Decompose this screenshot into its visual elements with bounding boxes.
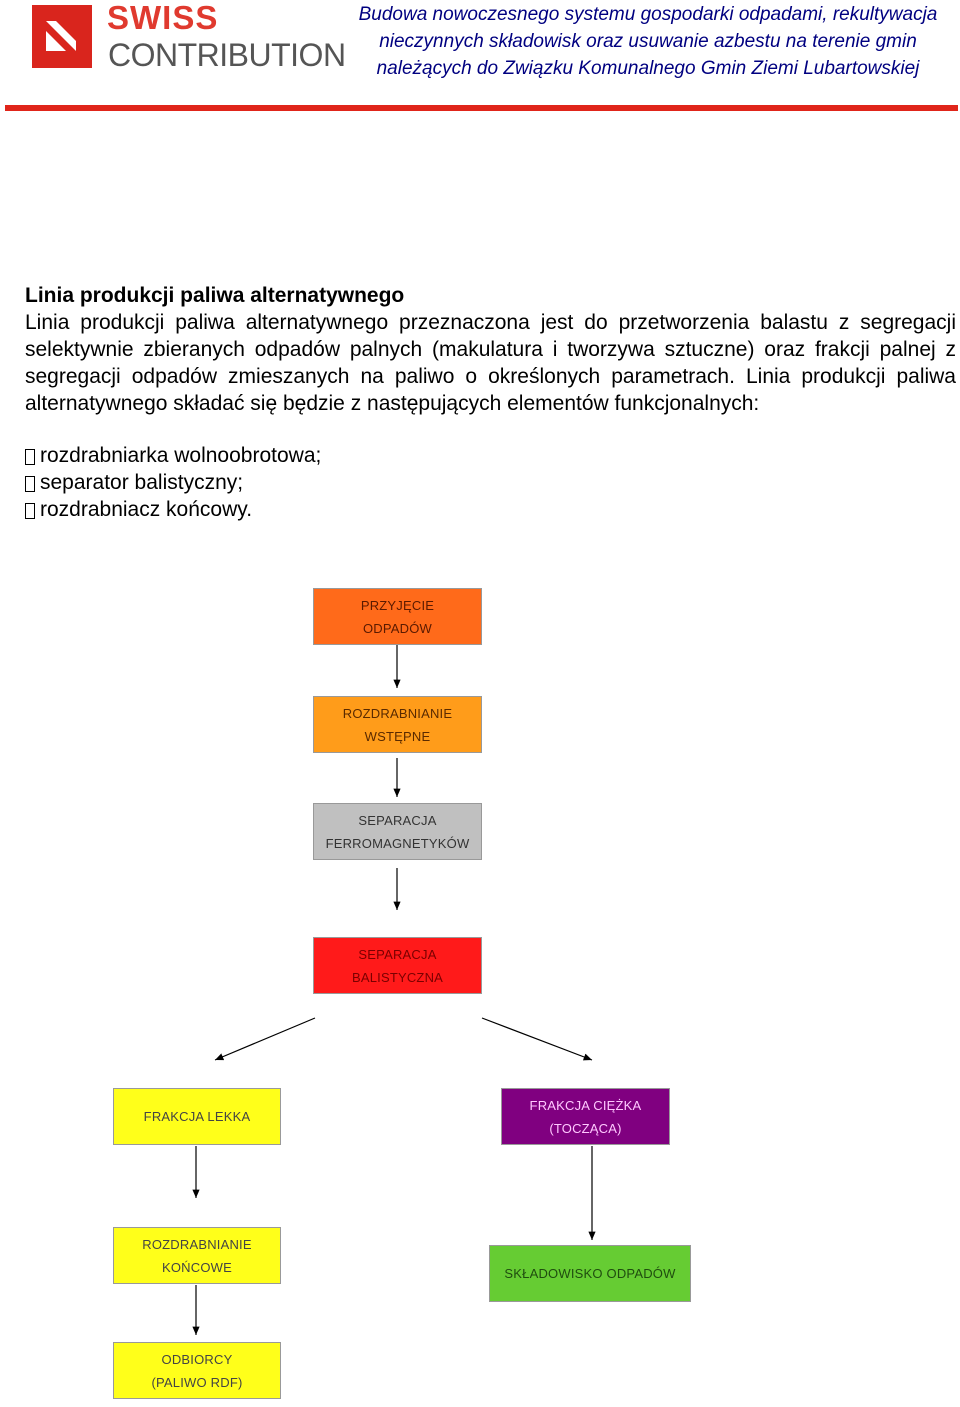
flow-box-label: ROZDRABNIANIE [142,1236,252,1252]
flow-box-label: ODPADÓW [362,620,433,636]
logo-text-top: SWISS [107,0,219,36]
flow-box-rozdrabnianie-koncowe: ROZDRABNIANIE KOŃCOWE [113,1227,281,1284]
flow-box-label: FERROMAGNETYKÓW [325,835,470,851]
arrow-connector [214,1017,316,1061]
flow-box-frakcja-lekka: FRAKCJA LEKKA [113,1088,281,1145]
logo-text-bottom: CONTRIBUTION [108,37,346,73]
arrow-connector [481,1017,593,1061]
bullet-icon [25,503,35,519]
bullet-icon [25,476,35,492]
flow-box-label: BALISTYCZNA [351,969,444,985]
bullet-icon [25,449,35,465]
flow-box-label: PRZYJĘCIE [360,597,435,613]
flow-box-label: ROZDRABNIANIE [342,705,453,721]
flow-box-frakcja-ciezka: FRAKCJA CIĘŻKA (TOCZĄCA) [501,1088,670,1145]
document-header-title: Budowa nowoczesnego systemu gospodarki o… [348,1,948,82]
header-title-line: należących do Związku Komunalnego Gmin Z… [376,58,920,79]
header-title-line: Budowa nowoczesnego systemu gospodarki o… [358,4,938,25]
flow-box-label: SKŁADOWISKO ODPADÓW [504,1266,676,1281]
logo-mark-icon [32,5,92,68]
flow-box-label: SEPARACJA [358,946,437,962]
flow-box-label: FRAKCJA LEKKA [143,1109,251,1124]
list-item-text: separator balistyczny; [40,471,244,494]
swiss-contribution-logo: SWISS CONTRIBUTION [32,0,346,73]
flow-box-label: SEPARACJA [358,812,437,828]
section-heading: Linia produkcji paliwa alternatywnego [25,284,405,307]
list-item-text: rozdrabniarka wolnoobrotowa; [40,444,322,467]
flow-box-label: FRAKCJA CIĘŻKA [529,1097,642,1113]
header-divider [5,105,958,111]
header-title-line: nieczynnych składowisk oraz usuwanie azb… [379,31,917,52]
flow-box-odbiorcy: ODBIORCY (PALIWO RDF) [113,1342,281,1399]
flow-box-label: (PALIWO RDF) [151,1374,243,1390]
flow-box-label: (TOCZĄCA) [549,1120,622,1136]
flow-box-label: WSTĘPNE [364,728,431,744]
bullet-list: rozdrabniarka wolnoobrotowa; separator b… [25,442,321,523]
flow-box-separacja-ferromagnetykow: SEPARACJA FERROMAGNETYKÓW [313,803,482,860]
list-item: separator balistyczny; [25,469,321,496]
flow-box-przyjecie: PRZYJĘCIE ODPADÓW [313,588,482,645]
flow-box-label: KOŃCOWE [161,1259,232,1275]
list-item: rozdrabniarka wolnoobrotowa; [25,442,321,469]
flow-box-skladowisko-odpadow: SKŁADOWISKO ODPADÓW [489,1245,691,1302]
flow-box-separacja-balistyczna: SEPARACJA BALISTYCZNA [313,937,482,994]
body-paragraph: Linia produkcji paliwa alternatywnego pr… [25,311,956,415]
flow-box-label: ODBIORCY [161,1351,233,1367]
list-item-text: rozdrabniacz końcowy. [40,498,253,521]
list-item: rozdrabniacz końcowy. [25,496,321,523]
flow-box-rozdrabnianie-wstepne: ROZDRABNIANIE WSTĘPNE [313,696,482,753]
